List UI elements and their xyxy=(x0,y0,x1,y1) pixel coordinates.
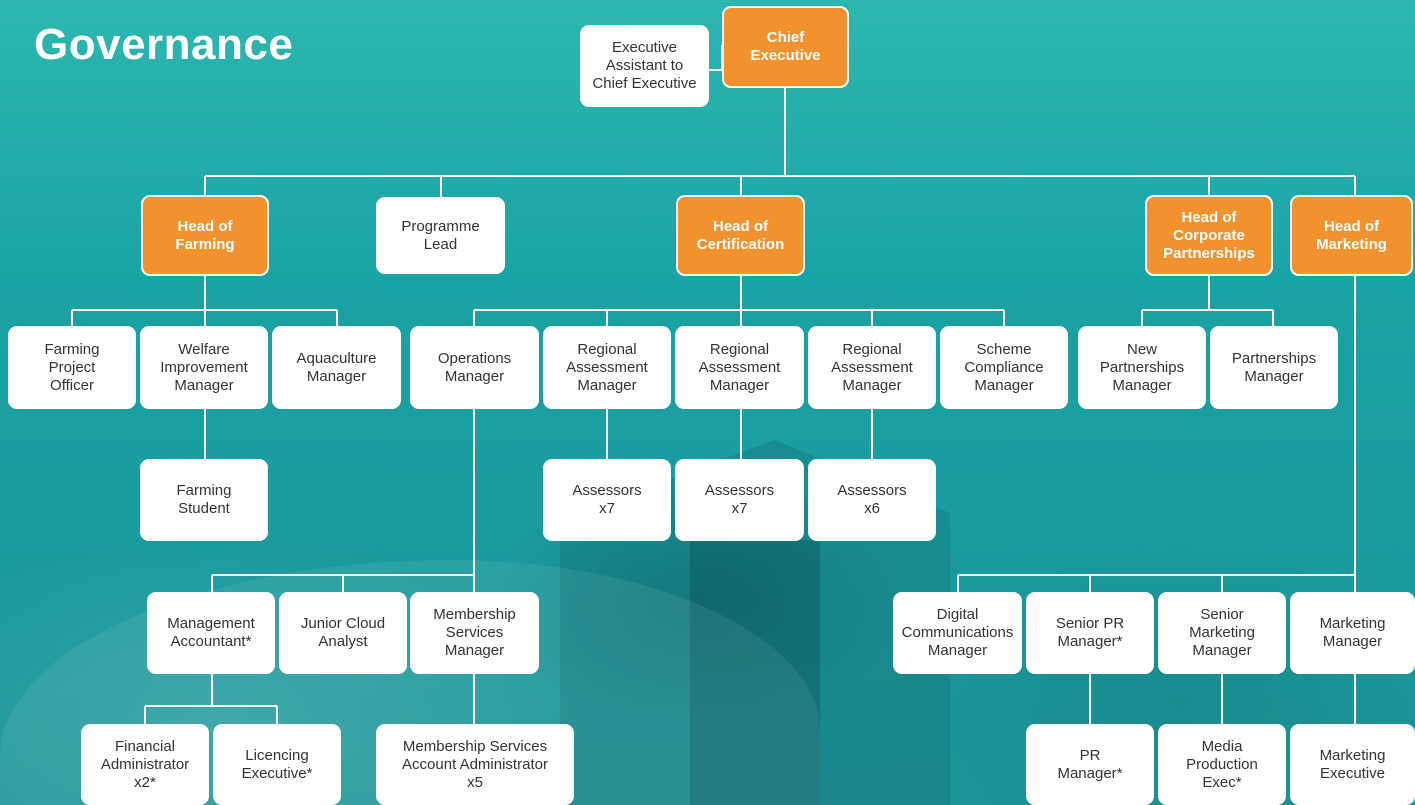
page-title: Governance xyxy=(34,20,294,69)
node-regional-assessment-manager-2: Regional Assessment Manager xyxy=(675,326,804,409)
node-head-of-marketing: Head of Marketing xyxy=(1290,195,1413,276)
node-management-accountant: Management Accountant* xyxy=(147,592,275,674)
node-assessors-3: Assessors x6 xyxy=(808,459,936,541)
node-membership-services-manager: Membership Services Manager xyxy=(410,592,539,674)
node-head-of-farming: Head of Farming xyxy=(141,195,269,276)
node-farming-student: Farming Student xyxy=(140,459,268,541)
node-regional-assessment-manager-3: Regional Assessment Manager xyxy=(808,326,936,409)
node-partnerships-manager: Partnerships Manager xyxy=(1210,326,1338,409)
node-pr-manager: PR Manager* xyxy=(1026,724,1154,805)
background-hut-door-shape xyxy=(690,540,820,805)
node-financial-administrator: Financial Administrator x2* xyxy=(81,724,209,805)
node-senior-pr-manager: Senior PR Manager* xyxy=(1026,592,1154,674)
node-aquaculture-manager: Aquaculture Manager xyxy=(272,326,401,409)
node-licencing-executive: Licencing Executive* xyxy=(213,724,341,805)
node-chief-executive: Chief Executive xyxy=(722,6,849,88)
node-junior-cloud-analyst: Junior Cloud Analyst xyxy=(279,592,407,674)
node-media-production-exec: Media Production Exec* xyxy=(1158,724,1286,805)
node-marketing-manager: Marketing Manager xyxy=(1290,592,1415,674)
node-regional-assessment-manager-1: Regional Assessment Manager xyxy=(543,326,671,409)
node-new-partnerships-manager: New Partnerships Manager xyxy=(1078,326,1206,409)
node-membership-services-account-administrator: Membership Services Account Administrato… xyxy=(376,724,574,805)
node-executive-assistant: Executive Assistant to Chief Executive xyxy=(580,25,709,107)
node-senior-marketing-manager: Senior Marketing Manager xyxy=(1158,592,1286,674)
node-marketing-executive: Marketing Executive xyxy=(1290,724,1415,805)
node-assessors-2: Assessors x7 xyxy=(675,459,804,541)
node-programme-lead: Programme Lead xyxy=(376,197,505,274)
node-head-of-certification: Head of Certification xyxy=(676,195,805,276)
node-digital-communications-manager: Digital Communications Manager xyxy=(893,592,1022,674)
node-scheme-compliance-manager: Scheme Compliance Manager xyxy=(940,326,1068,409)
node-operations-manager: Operations Manager xyxy=(410,326,539,409)
node-assessors-1: Assessors x7 xyxy=(543,459,671,541)
node-head-of-corporate-partnerships: Head of Corporate Partnerships xyxy=(1145,195,1273,276)
node-farming-project-officer: Farming Project Officer xyxy=(8,326,136,409)
node-welfare-improvement-manager: Welfare Improvement Manager xyxy=(140,326,268,409)
